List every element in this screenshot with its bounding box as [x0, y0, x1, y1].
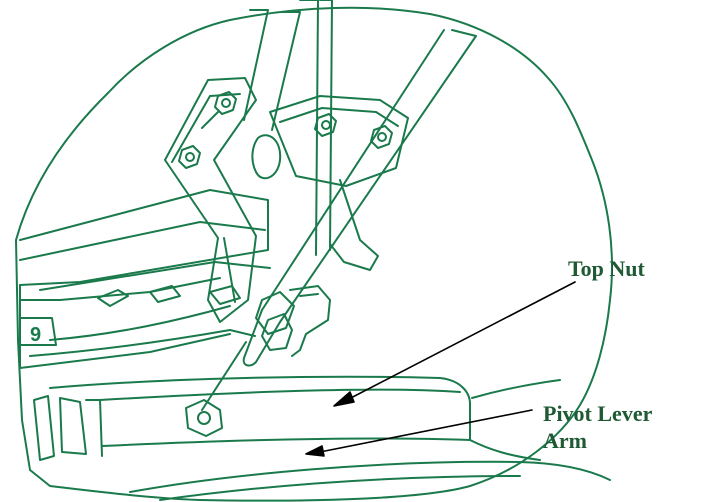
part-stamp: 9	[30, 324, 41, 346]
callout-arrows	[305, 281, 576, 457]
bracket-nuts	[178, 91, 393, 169]
left-bracket	[164, 77, 257, 323]
pivot-lever-arm-label-line1: Pivot Lever	[543, 401, 653, 426]
lower-hex-nut	[185, 399, 223, 437]
tension-rods	[201, 0, 477, 411]
top-nut-arrowhead	[333, 391, 355, 407]
base-curves	[33, 395, 611, 501]
pivot-arrowhead	[305, 445, 325, 457]
pivot-lever-arm-shape	[49, 375, 561, 461]
pivot-lever-arm-label: Pivot Lever Arm	[543, 400, 652, 454]
pivot-arrow	[319, 409, 533, 453]
stamped-tab	[19, 285, 241, 346]
top-nut-assembly	[255, 285, 331, 357]
top-nut-arrow	[344, 281, 576, 402]
top-nut-label: Top Nut	[568, 256, 645, 281]
detail-outline	[15, 6, 613, 502]
seat-frame	[19, 189, 271, 369]
pivot-lever-arm-label-line2: Arm	[543, 428, 587, 453]
